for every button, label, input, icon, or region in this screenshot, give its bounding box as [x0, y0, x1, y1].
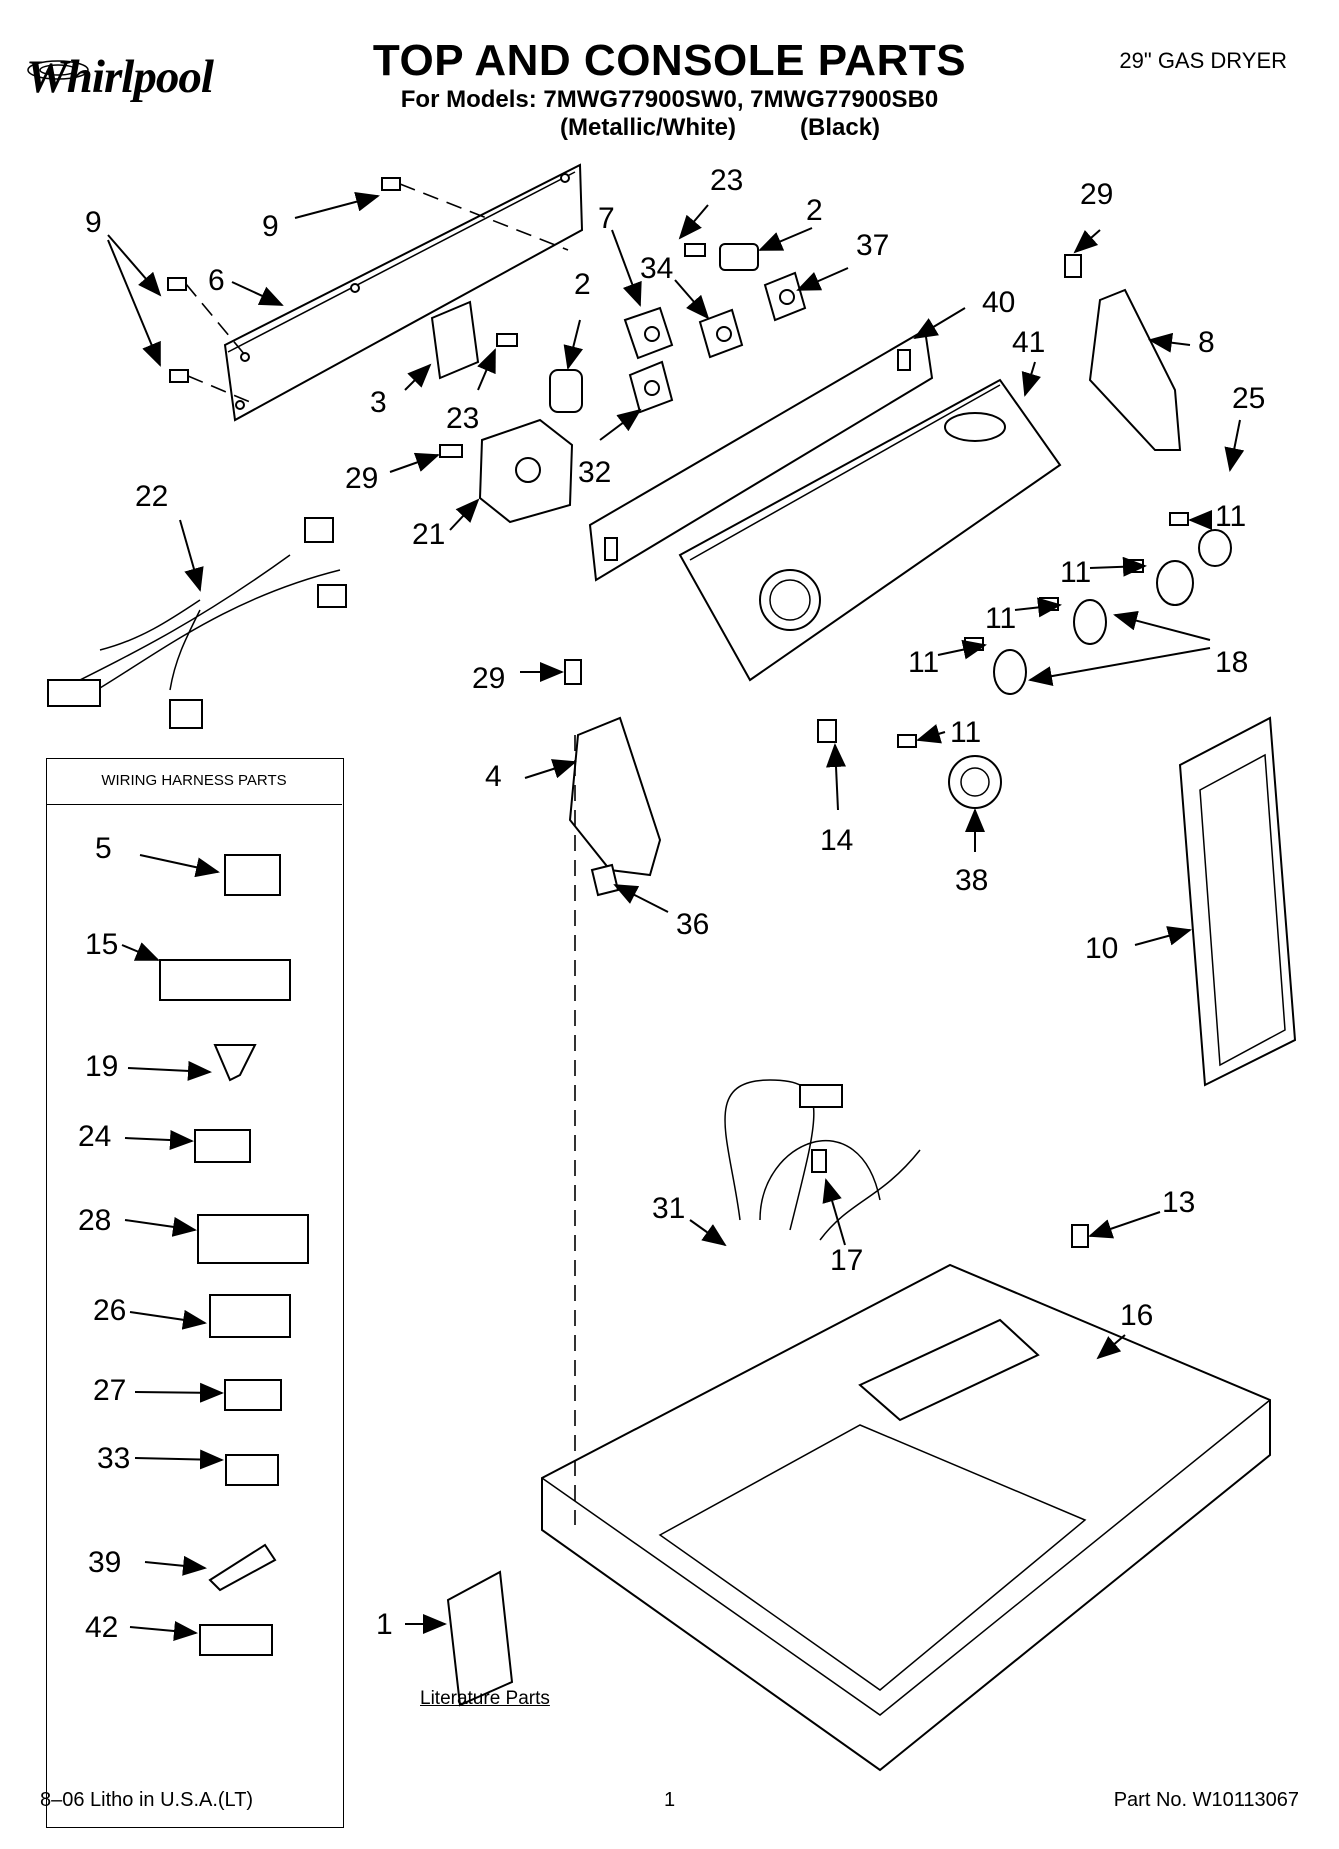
- callout-3: 3: [370, 386, 387, 419]
- harness-callout-24: 24: [78, 1120, 111, 1153]
- dryer-type: 29" GAS DRYER: [1119, 48, 1287, 73]
- callout-40: 40: [982, 286, 1015, 319]
- callout-22: 22: [135, 480, 168, 513]
- screw-29: [439, 444, 463, 458]
- callout-17: 17: [830, 1244, 863, 1277]
- page-title: TOP AND CONSOLE PARTS: [372, 36, 967, 85]
- callout-11: 11: [985, 602, 1016, 635]
- callout-13: 13: [1162, 1186, 1195, 1219]
- part-2: [719, 243, 759, 271]
- harness-callout-27: 27: [93, 1374, 126, 1407]
- switch-34: [698, 308, 744, 359]
- callout-37: 37: [856, 229, 889, 262]
- screw-14: [817, 719, 837, 743]
- callout-41: 41: [1012, 326, 1045, 359]
- callout-8: 8: [1198, 326, 1215, 359]
- callout-2: 2: [574, 268, 591, 301]
- callout-2: 2: [806, 194, 823, 227]
- callout-23: 23: [446, 402, 479, 435]
- screw-17: [811, 1149, 827, 1173]
- dryer-top-16: [541, 1263, 1271, 1772]
- harness-callout-28: 28: [78, 1204, 111, 1237]
- callout-11: 11: [950, 716, 981, 749]
- callout-7: 7: [598, 202, 615, 235]
- callout-11: 11: [1060, 556, 1091, 589]
- callout-4: 4: [485, 760, 502, 793]
- control-panel-40: [588, 328, 934, 582]
- clip-36: [590, 863, 620, 897]
- callout-38: 38: [955, 864, 988, 897]
- harness-callout-42: 42: [85, 1611, 118, 1644]
- callout-16: 16: [1120, 1299, 1153, 1332]
- variant-metallic-white: (Metallic/White): [560, 114, 737, 141]
- callout-31: 31: [652, 1192, 685, 1225]
- literature-parts-label: Literature Parts: [420, 1688, 550, 1709]
- end-cap-4: [568, 716, 662, 877]
- callout-1: 1: [376, 1608, 393, 1641]
- timer-knob-38: [948, 755, 1002, 809]
- callout-29: 29: [1080, 178, 1113, 211]
- callout-32: 32: [578, 456, 611, 489]
- clip-3: [430, 300, 480, 380]
- logo-swoosh: [27, 60, 89, 80]
- harness-callout-26: 26: [93, 1294, 126, 1327]
- callout-29: 29: [472, 662, 505, 695]
- switch-37: [763, 271, 807, 322]
- literature-part-1: [446, 1570, 514, 1707]
- callout-6: 6: [208, 264, 225, 297]
- screw-9: [167, 177, 401, 383]
- switch-32: [628, 360, 674, 414]
- harness-callout-5: 5: [95, 832, 112, 865]
- push-button-25: [1198, 529, 1232, 567]
- callout-18: 18: [1215, 646, 1248, 679]
- footer-page-number: 1: [664, 1789, 676, 1811]
- callout-36: 36: [676, 908, 709, 941]
- screw-29: [564, 659, 582, 685]
- models-line: For Models: 7MWG77900SW0, 7MWG77900SB0: [400, 86, 939, 113]
- callout-labels: 9 9 6 23 2 37 29 7 34 2 40 8 41 25 3 23 …: [78, 164, 1265, 1644]
- wiring-harness-box: [46, 758, 344, 1828]
- console-back-plate: [223, 163, 584, 422]
- screw-23: [496, 333, 518, 347]
- callout-9: 9: [85, 206, 102, 239]
- console-bracket-8: [1088, 288, 1182, 451]
- callout-11: 11: [908, 646, 939, 679]
- whirlpool-logo: Whirlpool: [26, 51, 214, 103]
- wiring-harness-title: WIRING HARNESS PARTS: [46, 758, 342, 805]
- callout-34: 34: [640, 252, 673, 285]
- harness-callout-33: 33: [97, 1442, 130, 1475]
- callout-29: 29: [345, 462, 378, 495]
- callout-21: 21: [412, 518, 445, 551]
- callout-9: 9: [262, 210, 279, 243]
- variant-black: (Black): [800, 114, 881, 141]
- harness-callout-19: 19: [85, 1050, 118, 1083]
- screw-29: [1064, 254, 1082, 278]
- harness-part-icons: [159, 854, 309, 1656]
- knob-18: [993, 560, 1194, 695]
- wire-harness-17: [724, 1079, 921, 1241]
- callout-10: 10: [1085, 932, 1118, 965]
- wire-harness-22: [47, 517, 347, 729]
- callout-14: 14: [820, 824, 853, 857]
- console-41: [678, 378, 1062, 682]
- switch-7: [623, 306, 674, 360]
- callout-25: 25: [1232, 382, 1265, 415]
- harness-callout-39: 39: [88, 1546, 121, 1579]
- door-lock-2: [549, 369, 583, 413]
- callout-leaders: [107, 191, 1245, 1641]
- timer-21: [478, 418, 574, 524]
- screw-13: [1071, 1224, 1089, 1248]
- lint-screen-10: [1178, 716, 1297, 1087]
- footer-part-number: Part No. W10113067: [1113, 1789, 1299, 1811]
- screw-23: [684, 243, 706, 257]
- footer-litho: 8–06 Litho in U.S.A.(LT): [40, 1789, 254, 1811]
- callout-23: 23: [710, 164, 743, 197]
- harness-callout-15: 15: [85, 928, 118, 961]
- callout-11: 11: [1215, 500, 1246, 533]
